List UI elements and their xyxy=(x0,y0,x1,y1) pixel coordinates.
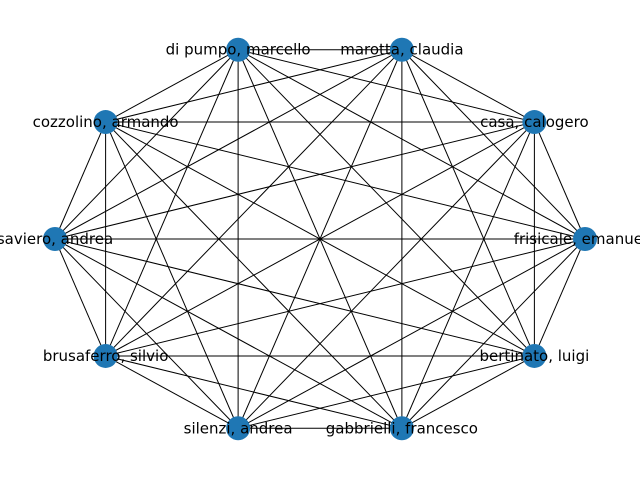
node-bertinato xyxy=(522,343,547,368)
edge-gabbrielli-bertinato xyxy=(401,355,535,429)
node-casa xyxy=(522,110,547,135)
node-label-brusaferro: brusaferro, silvio xyxy=(43,347,169,365)
edge-saviero-bertinato xyxy=(54,238,535,357)
node-gabbrielli xyxy=(389,416,414,441)
node-brusaferro xyxy=(93,343,118,368)
node-marotta xyxy=(389,37,414,62)
node-label-casa: casa, calogero xyxy=(480,113,589,131)
edge-frisicale-casa xyxy=(533,121,586,240)
edge-saviero-gabbrielli xyxy=(54,238,403,429)
edge-di-pumpo-brusaferro xyxy=(105,49,239,357)
edge-di-pumpo-cozzolino xyxy=(105,49,239,123)
edge-cozzolino-gabbrielli xyxy=(105,121,403,429)
node-di-pumpo xyxy=(226,37,251,62)
node-label-gabbrielli: gabbrielli, francesco xyxy=(326,419,478,437)
edge-frisicale-bertinato xyxy=(533,238,586,357)
node-label-marotta: marotta, claudia xyxy=(340,41,463,59)
edge-saviero-silenzi xyxy=(54,238,239,429)
node-cozzolino xyxy=(93,110,118,135)
node-label-bertinato: bertinato, luigi xyxy=(479,347,589,365)
labels-layer: frisicale, emanuela casa, calogero marotta… xyxy=(0,41,640,438)
edge-marotta-bertinato xyxy=(401,49,535,357)
edge-casa-marotta xyxy=(401,49,535,123)
edges-layer xyxy=(54,49,586,429)
edge-cozzolino-silenzi xyxy=(105,121,239,429)
edge-frisicale-di-pumpo xyxy=(237,49,586,240)
edge-marotta-saviero xyxy=(54,49,403,240)
node-saviero xyxy=(43,227,67,251)
edge-di-pumpo-bertinato xyxy=(237,49,535,357)
edge-casa-gabbrielli xyxy=(401,121,535,429)
node-label-frisicale: frisicale, emanuela xyxy=(514,230,640,248)
edge-frisicale-silenzi xyxy=(237,238,586,429)
edge-brusaferro-silenzi xyxy=(105,355,239,429)
edge-cozzolino-saviero xyxy=(54,121,107,240)
node-frisicale xyxy=(573,227,597,251)
node-label-cozzolino: cozzolino, armando xyxy=(33,113,179,131)
node-label-di-pumpo: di pumpo, marcello xyxy=(166,41,311,59)
edge-cozzolino-bertinato xyxy=(105,121,535,357)
nodes-layer xyxy=(43,37,597,441)
node-silenzi xyxy=(226,416,251,441)
node-label-saviero: saviero, andrea xyxy=(0,230,113,248)
edge-silenzi-bertinato xyxy=(237,355,535,429)
edge-brusaferro-gabbrielli xyxy=(105,355,403,429)
node-label-silenzi: silenzi, andrea xyxy=(184,419,293,437)
edge-saviero-brusaferro xyxy=(54,238,107,357)
